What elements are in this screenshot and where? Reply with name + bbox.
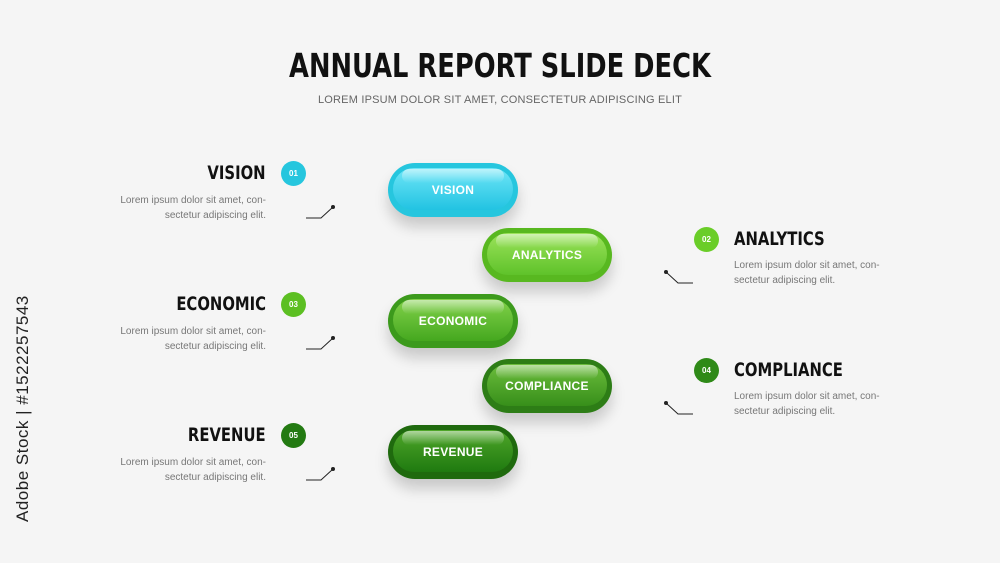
pill-economic: ECONOMIC — [388, 294, 518, 348]
heading-economic: ECONOMIC — [176, 293, 266, 315]
connector-dot-economic — [331, 336, 335, 340]
description-line: Lorem ipsum dolor sit amet, con- — [120, 457, 266, 468]
stock-credit: Adobe Stock | #1522257543 — [13, 295, 32, 522]
connector-dot-analytics — [664, 270, 668, 274]
heading-compliance: COMPLIANCE — [734, 359, 843, 381]
number-badge-04: 04 — [694, 358, 719, 383]
slide-subtitle: LOREM IPSUM DOLOR SIT AMET, CONSECTETUR … — [317, 94, 683, 106]
description-line: sectetur adipiscing elit. — [164, 210, 266, 221]
connector-analytics — [665, 271, 693, 284]
description-line: sectetur adipiscing elit. — [734, 406, 836, 417]
connector-revenue — [306, 468, 334, 481]
pill-analytics: ANALYTICS — [482, 228, 612, 282]
description-economic: Lorem ipsum dolor sit amet, con- sectetu… — [66, 324, 266, 354]
pill-revenue: REVENUE — [388, 425, 518, 479]
connector-dot-revenue — [331, 467, 335, 471]
connector-economic — [306, 337, 334, 350]
slide-title: ANNUAL REPORT SLIDE DECK — [289, 46, 711, 85]
description-line: Lorem ipsum dolor sit amet, con- — [120, 195, 266, 206]
pill-compliance: COMPLIANCE — [482, 359, 612, 413]
description-line: Lorem ipsum dolor sit amet, con- — [120, 326, 266, 337]
description-line: sectetur adipiscing elit. — [164, 472, 266, 483]
number-badge-01: 01 — [281, 161, 306, 186]
description-line: sectetur adipiscing elit. — [164, 341, 266, 352]
heading-revenue: REVENUE — [188, 424, 266, 446]
pill-label: VISION — [431, 183, 475, 197]
pill-vision: VISION — [388, 163, 518, 217]
description-analytics: Lorem ipsum dolor sit amet, con- sectetu… — [734, 258, 934, 288]
description-revenue: Lorem ipsum dolor sit amet, con- sectetu… — [66, 455, 266, 485]
connector-dot-vision — [331, 205, 335, 209]
heading-vision: VISION — [207, 162, 266, 184]
description-compliance: Lorem ipsum dolor sit amet, con- sectetu… — [734, 389, 934, 419]
pill-label: ECONOMIC — [418, 314, 488, 328]
number-badge-05: 05 — [281, 423, 306, 448]
pill-label: ANALYTICS — [511, 248, 583, 262]
number-badge-02: 02 — [694, 227, 719, 252]
connector-vision — [306, 206, 334, 219]
connector-dot-compliance — [664, 401, 668, 405]
description-line: Lorem ipsum dolor sit amet, con- — [734, 260, 880, 271]
heading-analytics: ANALYTICS — [734, 228, 825, 250]
number-badge-03: 03 — [281, 292, 306, 317]
pill-label: REVENUE — [422, 445, 484, 459]
connector-compliance — [665, 402, 693, 415]
description-line: sectetur adipiscing elit. — [734, 275, 836, 286]
pill-label: COMPLIANCE — [505, 379, 589, 393]
description-line: Lorem ipsum dolor sit amet, con- — [734, 391, 880, 402]
description-vision: Lorem ipsum dolor sit amet, con- sectetu… — [66, 193, 266, 223]
